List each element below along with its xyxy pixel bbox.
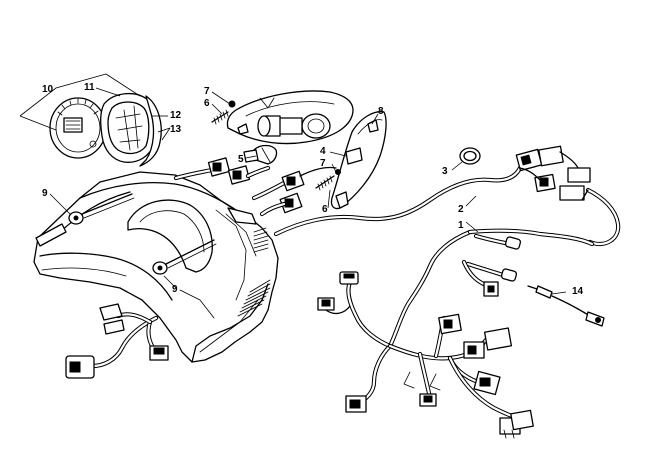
headlight-bracket xyxy=(226,90,354,145)
callout-3: 3 xyxy=(442,166,448,177)
wiring-harness-upper xyxy=(273,145,621,247)
hood-grille xyxy=(237,279,271,317)
callout-2: 2 xyxy=(458,204,464,215)
headlight-connectors xyxy=(173,157,337,217)
screw-lower xyxy=(152,239,217,275)
callout-6-upper: 6 xyxy=(204,98,210,109)
callout-13: 13 xyxy=(170,124,182,135)
leader-lines xyxy=(19,73,567,295)
adjuster-spring-lower xyxy=(315,169,341,191)
callout-12: 12 xyxy=(170,110,182,121)
callout-numbers: 10 11 12 13 7 6 8 4 5 7 6 9 9 3 2 1 14 xyxy=(42,82,584,297)
gauge-cluster xyxy=(49,93,162,167)
harness-clip xyxy=(459,147,481,165)
callout-5: 5 xyxy=(238,154,244,165)
callout-7-upper: 7 xyxy=(204,86,210,97)
screw-upper xyxy=(68,193,135,225)
callout-9-upper: 9 xyxy=(42,188,48,199)
callout-7-lower: 7 xyxy=(320,158,326,169)
lead-cable xyxy=(527,285,605,327)
wiring-harness-main xyxy=(317,228,595,439)
callout-10: 10 xyxy=(42,84,54,95)
headlight-lens xyxy=(330,111,387,210)
lamp-socket xyxy=(243,144,278,165)
callout-11: 11 xyxy=(84,82,95,93)
callout-1: 1 xyxy=(458,220,464,231)
headlight-harness-left xyxy=(65,303,169,379)
callout-4: 4 xyxy=(320,146,326,157)
callout-8: 8 xyxy=(378,106,384,117)
callout-6-lower: 6 xyxy=(322,204,328,215)
callout-14: 14 xyxy=(572,286,584,297)
callout-9-lower: 9 xyxy=(172,284,178,295)
hood-vent xyxy=(253,227,269,253)
adjuster-spring-upper xyxy=(211,100,236,125)
